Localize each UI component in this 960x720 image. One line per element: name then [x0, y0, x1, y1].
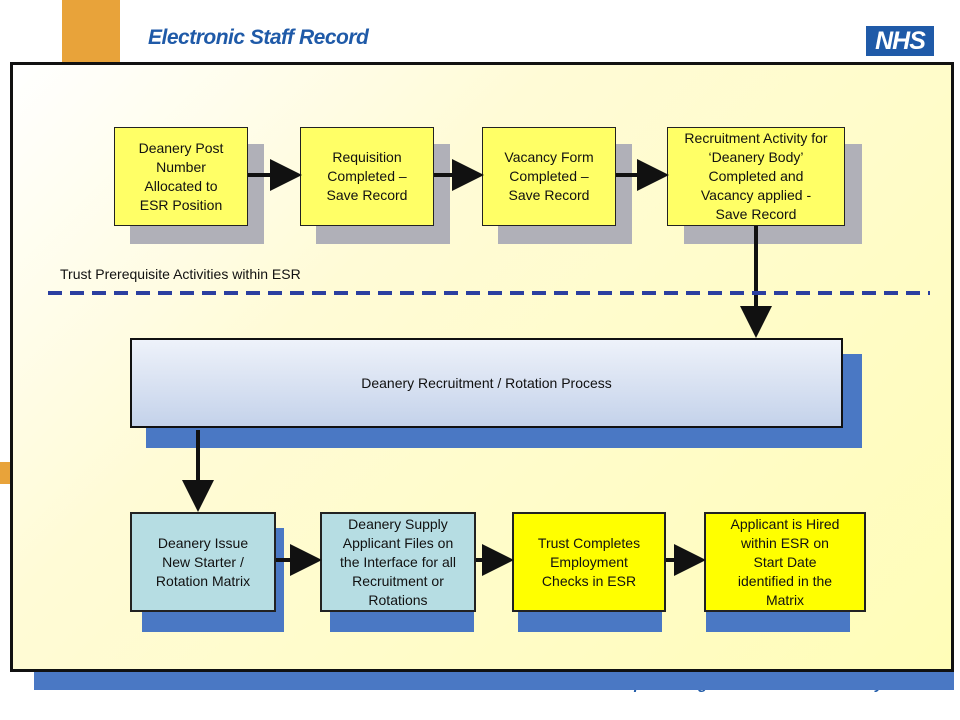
process-bar: Deanery Recruitment / Rotation Process — [130, 338, 843, 428]
step-requisition: Requisition Completed – Save Record — [300, 127, 434, 226]
prerequisite-divider-label: Trust Prerequisite Activities within ESR — [60, 266, 301, 282]
brand-accent-tab — [0, 462, 10, 484]
step-deanery-supply: Deanery Supply Applicant Files on the In… — [320, 512, 476, 612]
step-employment-checks: Trust Completes Employment Checks in ESR — [512, 512, 666, 612]
step-vacancy-form: Vacancy Form Completed – Save Record — [482, 127, 616, 226]
brand-accent-bar — [62, 0, 120, 64]
step-recruitment-activity: Recruitment Activity for ‘Deanery Body’ … — [667, 127, 845, 226]
nhs-logo: NHS — [866, 26, 934, 56]
step-deanery-issue: Deanery Issue New Starter / Rotation Mat… — [130, 512, 276, 612]
step-applicant-hired: Applicant is Hired within ESR on Start D… — [704, 512, 866, 612]
app-title: Electronic Staff Record — [148, 26, 369, 49]
step-post-number: Deanery Post Number Allocated to ESR Pos… — [114, 127, 248, 226]
